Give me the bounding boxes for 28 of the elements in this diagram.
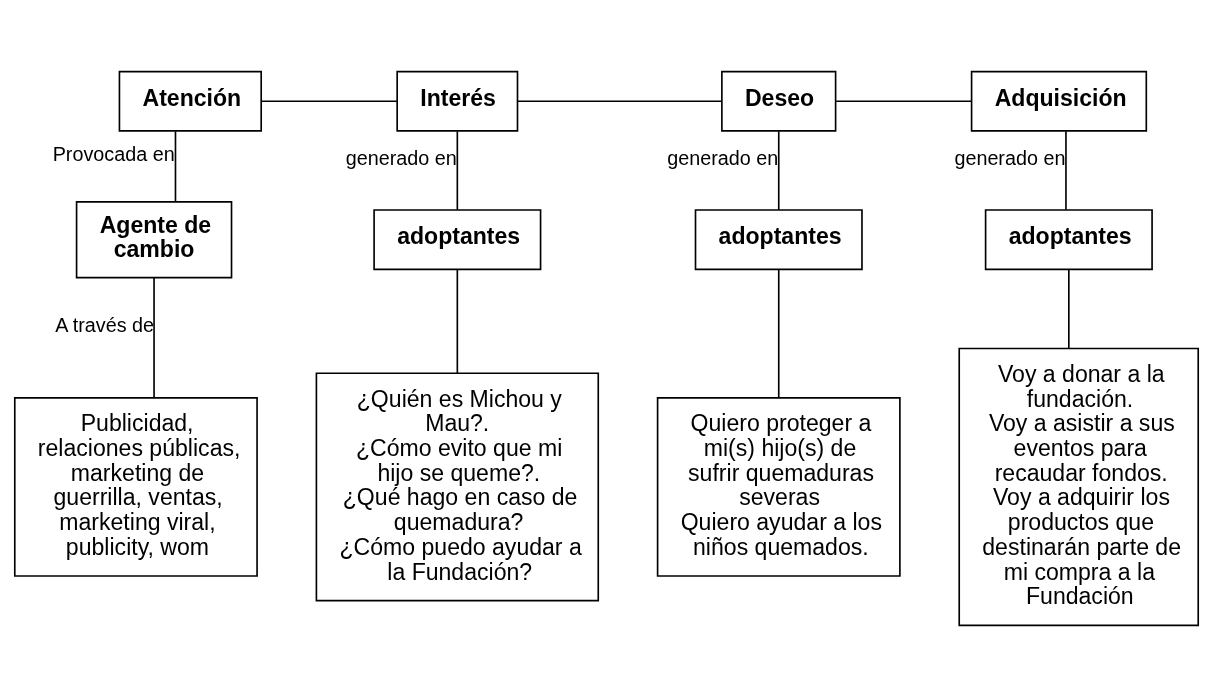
edge-label: A través de bbox=[55, 314, 155, 337]
connector bbox=[261, 100, 398, 103]
connector bbox=[777, 268, 780, 399]
connector bbox=[835, 100, 973, 103]
connector bbox=[456, 268, 459, 374]
node-box: Agente de cambio bbox=[75, 201, 233, 279]
edge-label: generado en bbox=[954, 146, 1066, 169]
node-box: Atención bbox=[118, 70, 262, 132]
node-box: Interés bbox=[396, 70, 519, 132]
node-box: ¿Quién es Michou y Mau?. ¿Cómo evito que mi hijo se queme?. ¿Qué hago en caso de quemadura? ¿Cómo puedo ayudar a la Fundación? bbox=[315, 372, 600, 602]
node-box: Voy a donar a la fundación. Voy a asistir a sus eventos para recaudar fondos. Voy a adquirir los productos que destinarán parte de mi compra a la Fundación bbox=[958, 347, 1200, 627]
connector bbox=[456, 130, 459, 211]
connector bbox=[153, 277, 155, 399]
node-box: Quiero proteger a mi(s) hijo(s) de sufrir quemaduras severas Quiero ayudar a los niños quemados. bbox=[656, 397, 901, 577]
edge-label: generado en bbox=[667, 146, 779, 169]
node-box: adoptantes bbox=[373, 209, 542, 271]
node-box: Publicidad, relaciones públicas, marketing de guerrilla, ventas, marketing viral, publicity, wom bbox=[13, 397, 258, 577]
node-box: Deseo bbox=[721, 70, 837, 132]
edge-label: generado en bbox=[345, 146, 457, 169]
connector bbox=[516, 100, 723, 103]
edge-label: Provocada en bbox=[52, 142, 175, 165]
connector bbox=[1068, 268, 1070, 349]
connector bbox=[174, 130, 177, 203]
node-box: adoptantes bbox=[984, 209, 1153, 271]
node-box: Adquisición bbox=[970, 70, 1148, 132]
connector bbox=[1065, 130, 1067, 211]
node-box: adoptantes bbox=[694, 209, 863, 271]
connector bbox=[777, 130, 780, 211]
